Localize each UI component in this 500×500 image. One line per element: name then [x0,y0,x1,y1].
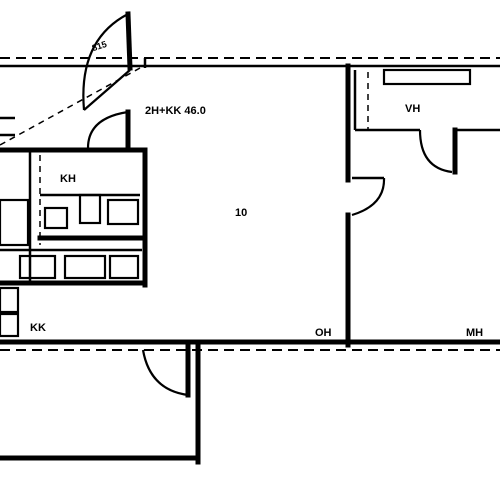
kitchen-block [0,109,148,288]
hall-label: KK [30,322,46,334]
walk-in-closet [345,63,500,183]
bedroom-wall [345,176,386,348]
living-area-label: 10 [235,207,248,219]
walk-in-closet-label: VH [405,103,421,115]
bottom-exterior-wall [0,339,500,398]
room-label: OH [315,327,332,339]
entry-door [0,11,141,146]
bedroom-label: MH [466,327,484,339]
bathroom-fixtures [0,116,30,338]
kitchen-label: KH [60,173,76,185]
balcony [0,339,201,465]
apartment-type-label: 2H+KK 46.0 [145,105,206,117]
top-exterior-wall [0,57,500,68]
